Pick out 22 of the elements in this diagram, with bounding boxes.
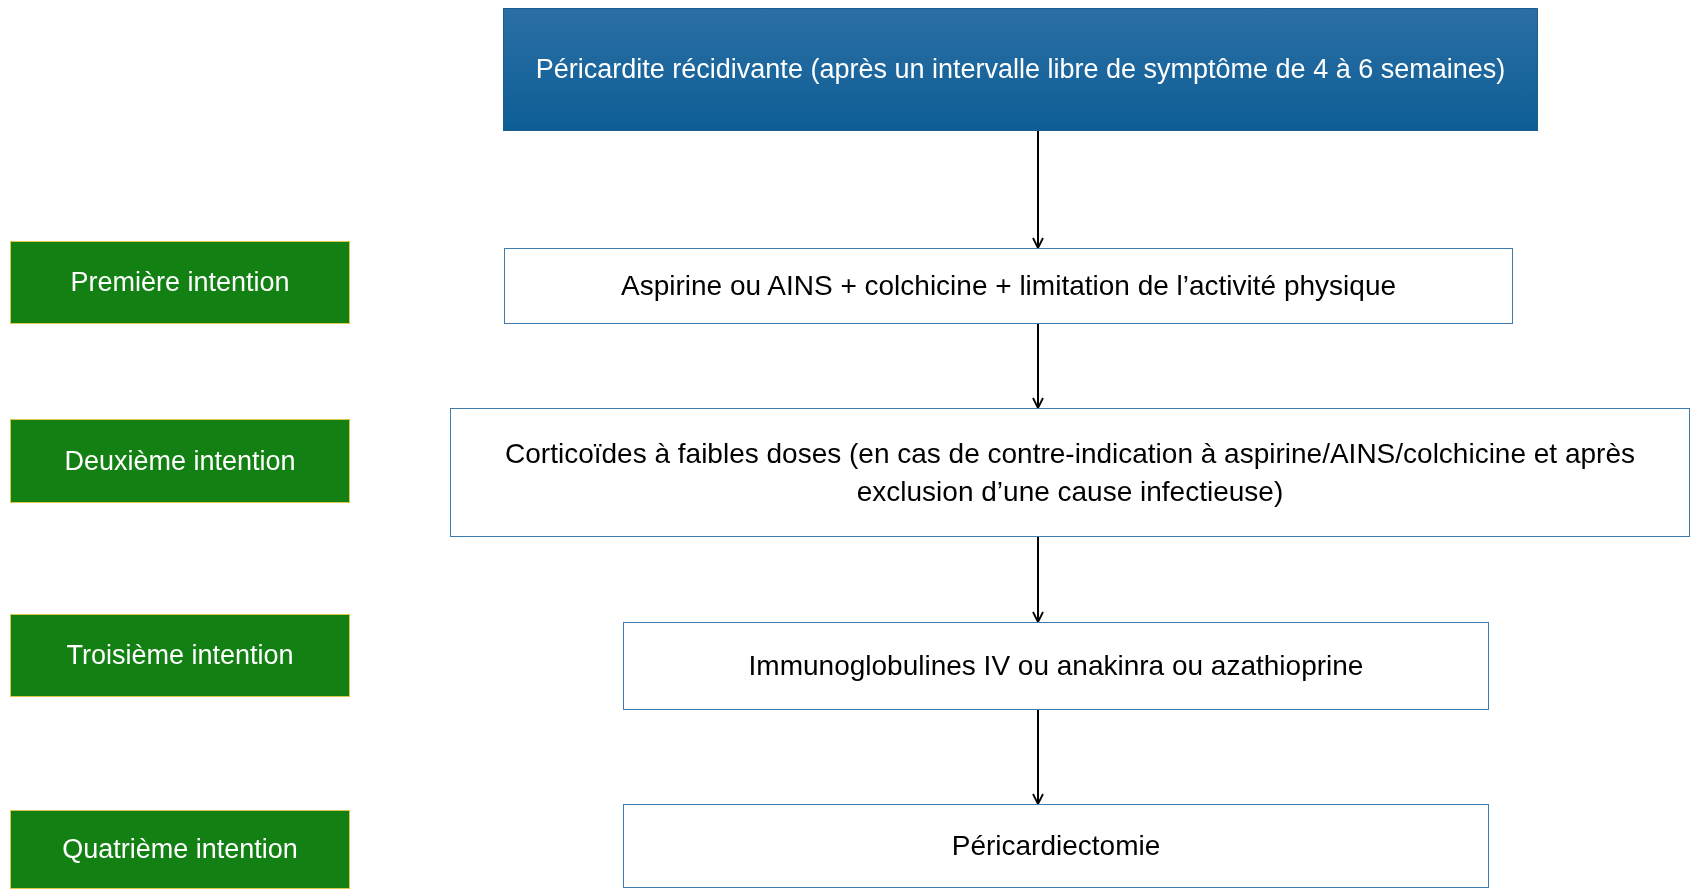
box-text: Corticoïdes à faibles doses (en cas de contre-indication à aspirine/AINS/colchicine et après exclusion d’une cause infectieuse) <box>504 436 1636 509</box>
stage-label-box <box>10 614 350 697</box>
box-text: Péricardiectomie <box>951 829 1161 864</box>
box-text: Troisième intention <box>66 639 294 673</box>
box-text: Péricardite récidivante (après un intervalle libre de symptôme de 4 à 6 semaines) <box>535 53 1506 87</box>
treatment-box <box>623 622 1489 710</box>
box-text: Deuxième intention <box>64 444 296 478</box>
stage-label-box <box>10 419 350 503</box>
box-text: Aspirine ou AINS + colchicine + limitation de l’activité physique <box>620 269 1397 304</box>
box-text: Première intention <box>70 266 290 300</box>
arrow <box>1032 130 1044 249</box>
arrow <box>1032 323 1044 409</box>
treatment-box <box>450 408 1690 537</box>
stage-label-box <box>10 810 350 889</box>
box-text: Immunoglobulines IV ou anakinra ou azathioprine <box>748 649 1364 684</box>
arrow <box>1032 536 1044 623</box>
arrow <box>1032 709 1044 805</box>
treatment-box <box>623 804 1489 888</box>
box-text: Quatrième intention <box>62 833 298 867</box>
treatment-box <box>504 248 1513 324</box>
title-box <box>503 8 1538 131</box>
stage-label-box <box>10 241 350 324</box>
